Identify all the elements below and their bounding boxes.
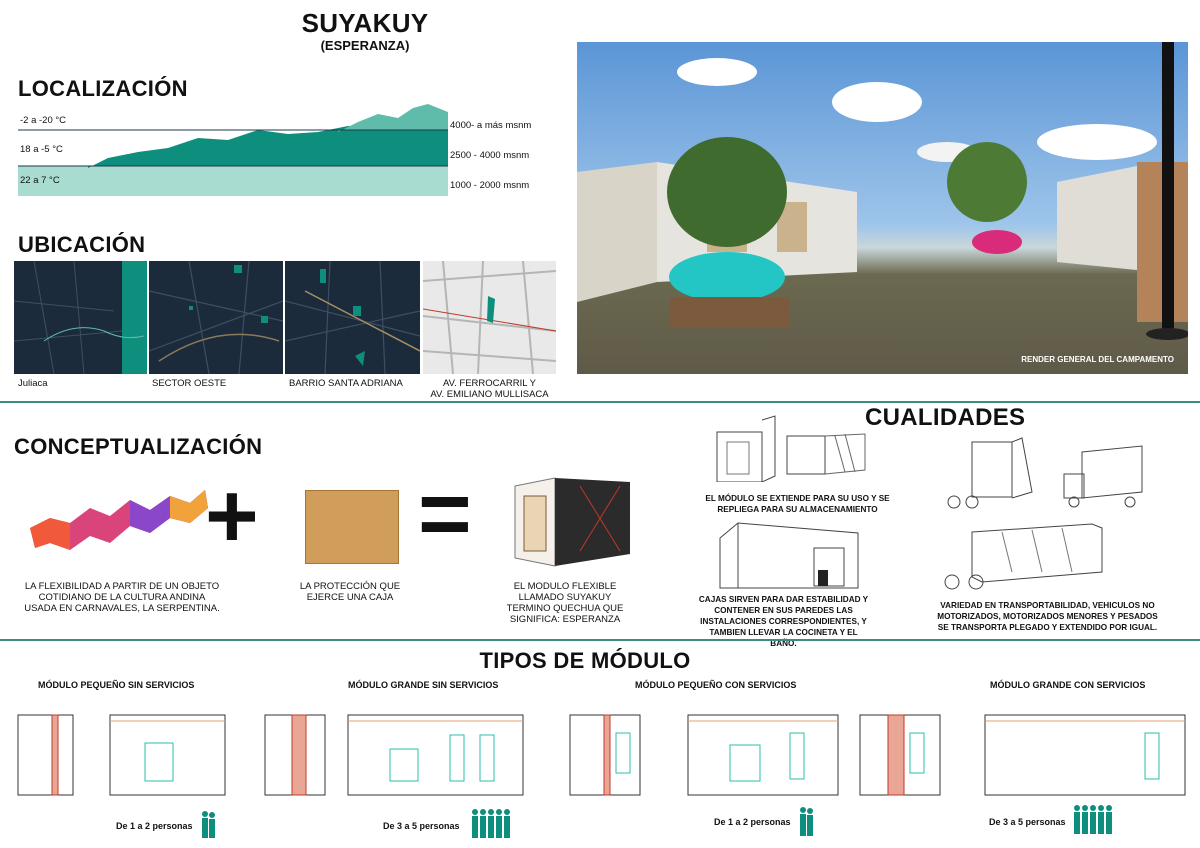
module-floor-plans [17,714,1186,796]
map-caption-avenida-1: AV. FERROCARRIL Y [443,378,536,389]
map-caption-juliaca: Juliaca [18,378,48,389]
module-people-4: De 3 a 5 personas [989,817,1066,827]
people-icon-1 [202,811,215,838]
map-caption-sector: SECTOR OESTE [152,378,227,389]
temp-label-1: -2 a -20 °C [20,115,67,126]
altitude-label-1: 4000- a más msnm [450,120,532,131]
localizacion-heading: LOCALIZACIÓN [18,76,188,101]
map-barrio-santa-adriana [285,261,420,374]
altitude-profile [18,104,448,196]
section-sketch [719,522,859,589]
module-title-3: MÓDULO PEQUEÑO CON SERVICIOS [635,680,797,690]
concept-heading: CONCEPTUALIZACIÓN [14,434,263,459]
serpentine-image [30,490,208,550]
page-subtitle: (ESPERANZA) [320,38,410,53]
extend-sketch [716,415,866,482]
render-image: RENDER GENERAL DEL CAMPAMENTO [577,42,1188,374]
concept-caption-3: EL MODULO FLEXIBLE LLAMADO SUYAKUY TERMI… [506,581,624,625]
module-people-3: De 1 a 2 personas [714,817,791,827]
temp-label-2: 18 a -5 °C [20,144,63,155]
page-title: SUYAKUY [301,8,429,38]
map-caption-barrio: BARRIO SANTA ADRIANA [289,378,403,389]
people-icon-4 [1074,805,1112,834]
map-caption-avenida-2: AV. EMILIANO MULLISACA [430,389,549,400]
module-people-1: De 1 a 2 personas [116,821,193,831]
map-av-ferrocarril [423,261,556,374]
ubicacion-heading: UBICACIÓN [18,232,146,257]
module-title-1: MÓDULO PEQUEÑO SIN SERVICIOS [38,680,195,690]
concept-caption-2: LA PROTECCIÓN QUE EJERCE UNA CAJA [299,581,401,603]
map-juliaca [14,261,147,374]
people-icon-2 [472,809,510,838]
altitude-label-3: 1000 - 2000 msnm [450,180,530,191]
plus-symbol: + [205,465,259,567]
cualidad-text-1: EL MÓDULO SE EXTIENDE PARA SU USO Y SE R… [705,494,890,514]
cualidad-text-2: CAJAS SIRVEN PARA DAR ESTABILIDAD Y CONT… [698,595,869,648]
module-image [514,477,630,567]
cualidades-heading: CUALIDADES [865,404,1026,431]
people-icon-3 [800,807,813,836]
temp-label-3: 22 a 7 °C [20,175,60,186]
box-image [305,490,399,564]
transport-sketches [944,437,1143,590]
equals-symbol: = [418,463,472,565]
tipos-heading: TIPOS DE MÓDULO [479,648,691,673]
altitude-label-2: 2500 - 4000 msnm [450,150,530,161]
map-sector-oeste [149,261,283,374]
section-divider-2 [0,639,1200,641]
cualidad-text-3: VARIEDAD EN TRANSPORTABILIDAD, VEHICULOS… [937,601,1158,632]
module-people-2: De 3 a 5 personas [383,821,460,831]
module-title-2: MÓDULO GRANDE SIN SERVICIOS [348,680,499,690]
module-title-4: MÓDULO GRANDE CON SERVICIOS [990,680,1146,690]
concept-caption-1: LA FLEXIBILIDAD A PARTIR DE UN OBJETO CO… [24,581,220,614]
render-caption: RENDER GENERAL DEL CAMPAMENTO [1021,355,1174,364]
section-divider-1 [0,401,1200,403]
